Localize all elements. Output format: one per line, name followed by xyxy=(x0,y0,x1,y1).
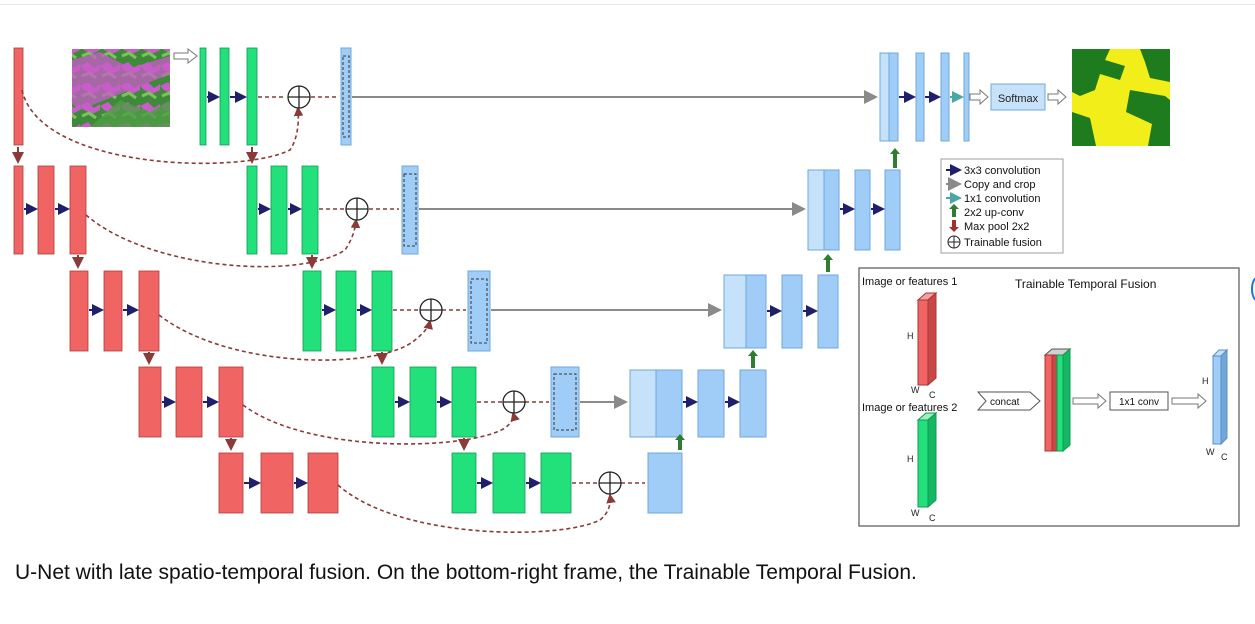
svg-text:3x3 convolution: 3x3 convolution xyxy=(964,165,1040,177)
unet-fusion-diagram: Softmax 3x3 convolution Copy and crop 1x… xyxy=(12,47,1240,533)
circled-plus-icon xyxy=(419,298,443,322)
fused-feature-maps xyxy=(340,47,683,514)
inset-input1-label: Image or features 1 xyxy=(862,276,957,288)
svg-text:W: W xyxy=(1206,447,1215,457)
from-conv-arrow xyxy=(1171,392,1207,410)
encoder-a-input-bar xyxy=(13,47,24,146)
encoder-b xyxy=(199,47,572,514)
output-segmentation-map xyxy=(1072,49,1170,146)
to-softmax-arrow xyxy=(969,88,989,106)
conv1x1-box: 1x1 conv xyxy=(1109,391,1169,411)
concatenated-stack xyxy=(1043,347,1072,453)
svg-text:C: C xyxy=(1221,452,1228,462)
inset-input2-label: Image or features 2 xyxy=(862,402,957,414)
svg-text:Copy and crop: Copy and crop xyxy=(964,179,1036,191)
svg-text:W: W xyxy=(911,508,920,518)
inset-frame: Image or features 1 Trainable Temporal F… xyxy=(858,267,1240,527)
top-border xyxy=(0,0,1255,5)
legend-item-fusion: Trainable fusion xyxy=(947,235,1042,249)
circled-plus-icon xyxy=(345,197,369,221)
legend-item-copy-crop: Copy and crop xyxy=(946,177,1036,191)
softmax-label: Softmax xyxy=(998,93,1039,105)
encoder-b-level-1 xyxy=(199,47,258,146)
up-conv-arrows xyxy=(675,148,900,450)
decoder-level-1 xyxy=(879,52,970,142)
inset-title: Trainable Temporal Fusion xyxy=(1015,277,1156,291)
encoder-a xyxy=(12,47,339,514)
inset-input2-slab: H W C xyxy=(907,411,938,523)
image-to-encoder-arrow xyxy=(173,47,198,65)
decoder-level-2 xyxy=(807,169,901,251)
encoder-b-level-3 xyxy=(302,270,393,352)
legend: 3x3 convolution Copy and crop 1x1 convol… xyxy=(940,158,1064,254)
red-down-arrow-icon xyxy=(949,220,959,232)
circled-plus-icon xyxy=(502,390,526,414)
decoder xyxy=(629,52,970,438)
decoder-level-4 xyxy=(629,369,767,438)
inset-output-slab: H W C xyxy=(1202,348,1229,462)
green-up-arrow-icon xyxy=(949,204,959,217)
encoder-b-level-2 xyxy=(246,165,319,255)
circled-plus-icon xyxy=(287,85,311,109)
svg-text:H: H xyxy=(907,454,914,464)
svg-text:C: C xyxy=(929,390,936,400)
encoder-a-level-4 xyxy=(138,366,244,438)
legend-item-conv1x1: 1x1 convolution xyxy=(946,192,1040,205)
svg-text:1x1 convolution: 1x1 convolution xyxy=(964,193,1040,205)
svg-text:1x1 conv: 1x1 conv xyxy=(1119,397,1159,408)
svg-text:concat: concat xyxy=(990,397,1020,408)
concat-arrow: concat xyxy=(976,391,1041,411)
fusion-nodes xyxy=(287,85,622,495)
encoder-b-level-5 xyxy=(451,452,572,514)
input-satellite-image xyxy=(72,49,170,127)
circled-plus-icon xyxy=(598,471,622,495)
svg-text:2x2 up-conv: 2x2 up-conv xyxy=(964,207,1024,219)
copy-and-crop-lines xyxy=(352,90,878,409)
to-output-arrow xyxy=(1047,88,1067,106)
circled-plus-icon xyxy=(947,235,961,249)
encoder-a-level-2 xyxy=(13,165,87,255)
legend-item-upconv: 2x2 up-conv xyxy=(949,204,1024,219)
svg-text:Trainable fusion: Trainable fusion xyxy=(964,237,1042,249)
encoder-a-level-3 xyxy=(69,270,160,352)
svg-text:C: C xyxy=(929,513,936,523)
svg-text:W: W xyxy=(911,385,920,395)
svg-text:H: H xyxy=(907,331,914,341)
figure-caption: U-Net with late spatio-temporal fusion. … xyxy=(15,561,917,584)
to-conv-arrow xyxy=(1072,392,1107,410)
encoder-b-level-4 xyxy=(371,366,477,438)
legend-item-conv3x3: 3x3 convolution xyxy=(946,164,1040,177)
inset-input1-slab: H W C xyxy=(907,291,938,400)
svg-text:H: H xyxy=(1202,376,1209,386)
decoder-level-3 xyxy=(723,274,839,349)
legend-item-maxpool: Max pool 2x2 xyxy=(949,220,1029,233)
encoder-a-level-5 xyxy=(218,452,339,514)
fusion-connections xyxy=(21,89,645,533)
svg-text:Max pool 2x2: Max pool 2x2 xyxy=(964,221,1029,233)
softmax-box: Softmax xyxy=(990,83,1046,111)
